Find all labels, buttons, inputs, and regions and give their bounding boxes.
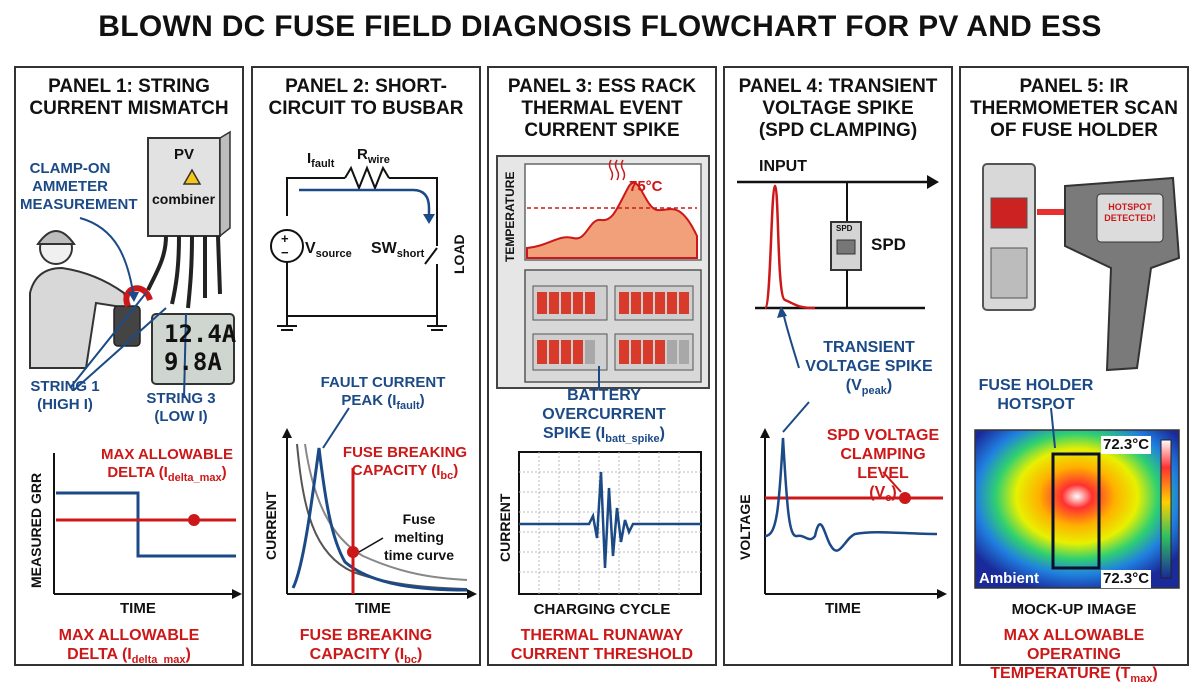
spd-small-label: SPD	[836, 224, 853, 233]
string3-label: STRING 3 (LOW I)	[146, 390, 216, 425]
temp-top-readout: 72.3°C	[1101, 436, 1152, 454]
melting-curve-label: Fuse melting time curve	[383, 511, 455, 563]
transient-waveform	[763, 184, 816, 310]
x-axis-label: TIME	[825, 600, 861, 617]
load-label: LOAD	[451, 234, 467, 274]
resistor-icon	[344, 165, 390, 191]
temperature-axis-label: TEMPERATURE	[503, 171, 517, 262]
panel4-illustration	[737, 175, 947, 599]
panel-short-circuit: PANEL 2: SHORT- CIRCUIT TO BUSBAR Ifa	[251, 66, 481, 666]
clamp-meter-icon	[113, 305, 141, 347]
panel-heading: PANEL 4: TRANSIENT VOLTAGE SPIKE (SPD CL…	[738, 76, 938, 141]
combiner-box	[147, 137, 221, 237]
box-combiner-label: combiner	[152, 191, 216, 207]
x-axis-label: TIME	[120, 600, 156, 617]
temperature-value: 75°C	[629, 178, 663, 195]
panel5-illustration	[974, 163, 1181, 589]
x-axis-label: TIME	[355, 600, 391, 617]
input-label: INPUT	[759, 158, 807, 175]
panel-heading: PANEL 2: SHORT- CIRCUIT TO BUSBAR	[268, 76, 464, 119]
r-wire-label: Rwire	[357, 146, 390, 166]
panel1-footer: MAX ALLOWABLE DELTA (Idelta_max)	[58, 627, 200, 667]
reading-string1: 12.4A	[164, 320, 237, 348]
page-title: BLOWN DC FUSE FIELD DIAGNOSIS FLOWCHART …	[98, 10, 1102, 43]
v-source-label: Vsource	[305, 240, 352, 261]
temp-bottom-readout: 72.3°C	[1101, 570, 1152, 588]
thermal-image	[974, 429, 1180, 589]
heat-icon	[608, 159, 626, 181]
box-pv-label: PV	[174, 146, 195, 163]
switch-icon	[424, 247, 438, 265]
measured-current-line	[56, 491, 236, 558]
clamp-ammeter-label: CLAMP-ON AMMETER MEASUREMENT	[20, 160, 138, 213]
breaking-capacity-label: FUSE BREAKING CAPACITY (Ibc)	[342, 444, 468, 482]
panel3-footer: THERMAL RUNAWAY CURRENT THRESHOLD	[510, 627, 694, 663]
reading-string3: 9.8A	[164, 348, 222, 376]
panel2-illustration	[270, 165, 477, 599]
hotspot-label: FUSE HOLDER HOTSPOT	[978, 377, 1094, 413]
ambient-label: Ambient	[979, 570, 1039, 587]
y-axis-label: VOLTAGE	[737, 494, 753, 560]
ir-screen-text: HOTSPOT DETECTED!	[1104, 202, 1156, 223]
clamping-level-label: SPD VOLTAGE CLAMPING LEVEL (Vc)	[826, 427, 940, 505]
mockup-label: MOCK-UP IMAGE	[1011, 601, 1137, 618]
i-fault-label: Ifault	[307, 150, 335, 170]
sw-short-label: SWshort	[371, 240, 425, 261]
panel-heading: PANEL 3: ESS RACK THERMAL EVENT CURRENT …	[507, 76, 697, 141]
panel1-illustration	[29, 130, 242, 599]
meter-display	[151, 313, 235, 385]
warning-icon	[182, 168, 202, 185]
panel-heading: PANEL 5: IR THERMOMETER SCAN OF FUSE HOL…	[970, 76, 1178, 141]
hard-hat-icon	[36, 230, 76, 245]
y-axis-label: CURRENT	[497, 493, 513, 562]
string1-label: STRING 1 (HIGH I)	[30, 378, 100, 413]
panel-ess-thermal: PANEL 3: ESS RACK THERMAL EVENT CURRENT …	[487, 66, 717, 666]
panel3-illustration	[496, 155, 710, 595]
fault-current-curve	[291, 447, 468, 592]
panel5-footer: MAX ALLOWABLE OPERATING TEMPERATURE (Tma…	[990, 627, 1158, 686]
spd-label: SPD	[871, 235, 906, 254]
fault-peak-label: FAULT CURRENT PEAK (Ifault)	[320, 374, 446, 412]
technician-figure	[29, 266, 130, 369]
transient-label: TRANSIENT VOLTAGE SPIKE (Vpeak)	[805, 339, 933, 398]
y-axis-label: MEASURED GRR	[28, 472, 44, 588]
panel-ir-scan: PANEL 5: IR THERMOMETER SCAN OF FUSE HOL…	[959, 66, 1189, 685]
y-axis-label: CURRENT	[263, 491, 279, 560]
current-spike-line	[519, 471, 701, 569]
voltage-response-curve	[764, 437, 938, 552]
panel-string-mismatch: PANEL 1: STRING CURRENT MISMATCH	[14, 66, 244, 666]
temperature-scale	[1160, 439, 1172, 579]
panel2-footer: FUSE BREAKING CAPACITY (Ibc)	[299, 627, 433, 667]
battery-spike-label: BATTERY OVERCURRENT SPIKE (Ibatt_spike)	[542, 387, 666, 446]
plus-minus-symbol: +−	[281, 231, 289, 260]
temperature-curve	[526, 182, 698, 259]
panel-heading: PANEL 1: STRING CURRENT MISMATCH	[29, 76, 229, 119]
delta-max-label: MAX ALLOWABLE DELTA (Idelta_max)	[101, 446, 233, 484]
x-axis-label: CHARGING CYCLE	[533, 601, 671, 618]
panel-transient-spike: PANEL 4: TRANSIENT VOLTAGE SPIKE (SPD CL…	[723, 66, 953, 666]
